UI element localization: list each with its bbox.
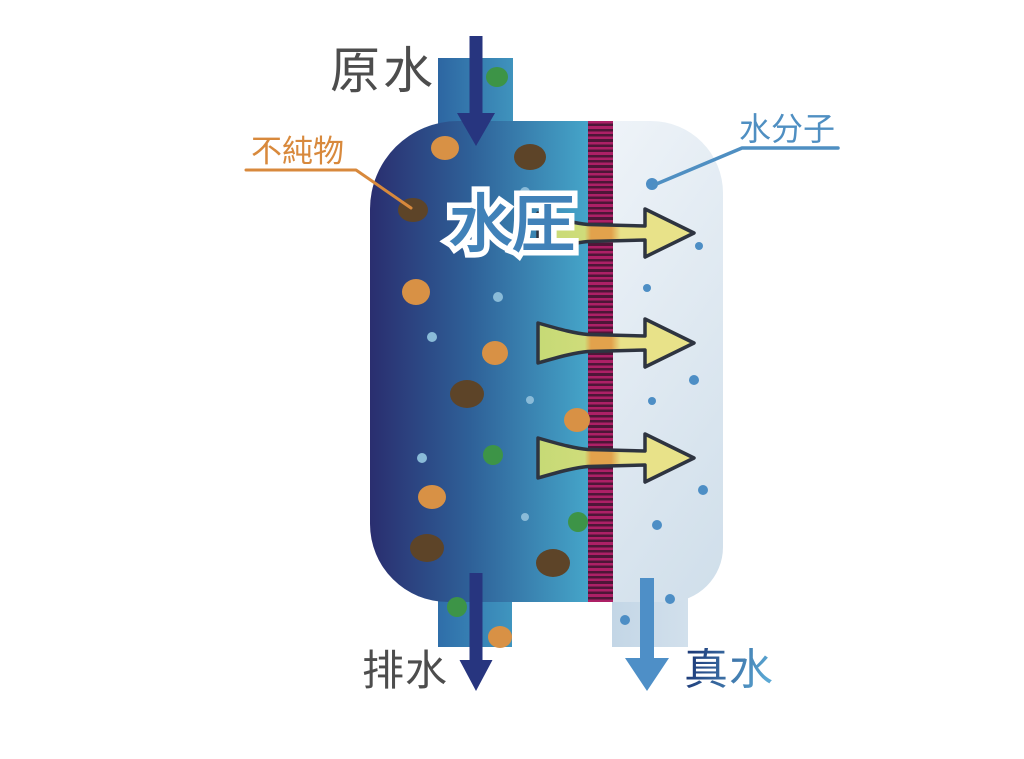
- pure-water-chamber: [613, 121, 723, 602]
- water-pressure-label: 水圧 水圧: [444, 188, 581, 262]
- water-molecules-label: 水分子: [739, 110, 836, 148]
- inlet-pipe: [438, 58, 513, 128]
- ro-membrane: [588, 121, 613, 602]
- drain-water-label: 排水: [362, 646, 449, 695]
- pure-water-label: 真水: [684, 644, 774, 695]
- raw-water-label: 原水: [330, 42, 436, 100]
- water-pressure-text: 水圧: [449, 188, 575, 261]
- water-pressure-outline: 水圧: [444, 188, 581, 262]
- impurities-label: 不純物: [251, 134, 344, 170]
